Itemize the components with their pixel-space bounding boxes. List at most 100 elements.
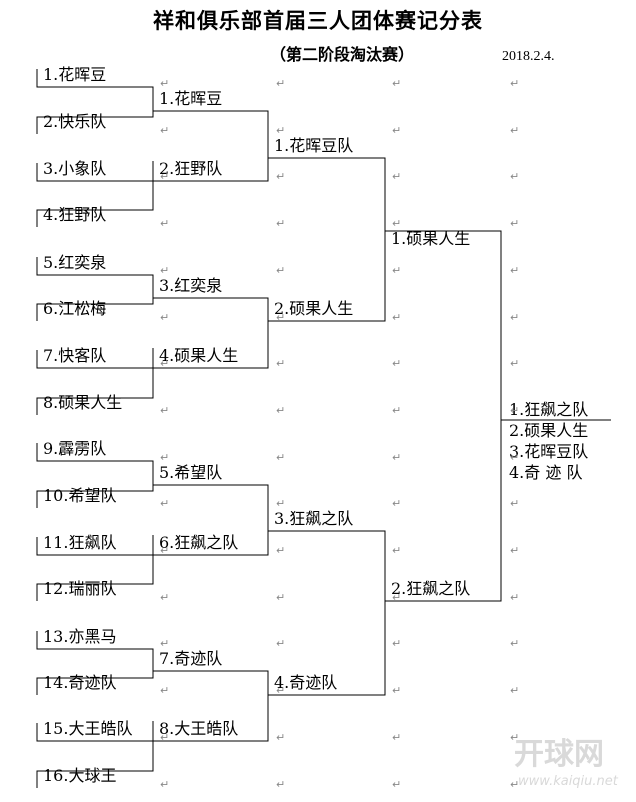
paragraph-mark: ↵: [160, 311, 170, 324]
paragraph-mark: ↵: [276, 170, 286, 183]
paragraph-mark: ↵: [276, 217, 286, 230]
round4-team: 2.狂飙之队: [391, 579, 471, 598]
round1-team: 7.快客队: [43, 346, 107, 365]
round1-team: 13.亦黑马: [43, 627, 117, 646]
paragraph-mark: ↵: [160, 591, 170, 604]
paragraph-mark: ↵: [392, 684, 402, 697]
paragraph-mark: ↵: [276, 77, 286, 90]
round1-team: 14.奇迹队: [43, 673, 117, 692]
paragraph-mark: ↵: [160, 778, 170, 791]
paragraph-mark: ↵: [510, 637, 520, 650]
paragraph-mark: ↵: [392, 591, 402, 604]
paragraph-mark: ↵: [392, 544, 402, 557]
bracket-line: [267, 138, 386, 322]
watermark-url: www.kaiqiu.net: [518, 774, 618, 789]
paragraph-mark: ↵: [276, 731, 286, 744]
paragraph-mark: ↵: [160, 124, 170, 137]
page-title: 祥和俱乐部首届三人团体赛记分表: [153, 8, 483, 33]
paragraph-mark: ↵: [510, 264, 520, 277]
paragraph-mark: ↵: [160, 170, 170, 183]
paragraph-mark: ↵: [510, 357, 520, 370]
round2-team: 1.花晖豆: [159, 89, 223, 108]
paragraph-mark: ↵: [276, 264, 286, 277]
paragraph-mark: ↵: [510, 731, 520, 744]
paragraph-mark: ↵: [160, 637, 170, 650]
round1-team: 10.希望队: [43, 486, 117, 505]
paragraph-mark: ↵: [276, 404, 286, 417]
paragraph-mark: ↵: [276, 311, 286, 324]
round1-team: 5.红奕泉: [43, 253, 107, 272]
paragraph-mark: ↵: [160, 684, 170, 697]
paragraph-mark: ↵: [510, 684, 520, 697]
paragraph-mark: ↵: [160, 544, 170, 557]
round1-team: 8.硕果人生: [43, 393, 123, 412]
paragraph-mark: ↵: [392, 217, 402, 230]
bracket-line: [267, 511, 386, 696]
paragraph-mark: ↵: [510, 311, 520, 324]
paragraph-mark: ↵: [276, 544, 286, 557]
round1-team: 6.江松梅: [43, 299, 107, 318]
ranking-entry: 3.花晖豆队: [509, 442, 589, 461]
paragraph-mark: ↵: [392, 404, 402, 417]
paragraph-mark: ↵: [392, 637, 402, 650]
paragraph-mark: ↵: [276, 497, 286, 510]
paragraph-mark: ↵: [392, 124, 402, 137]
paragraph-mark: ↵: [160, 357, 170, 370]
paragraph-mark: ↵: [510, 591, 520, 604]
bracket-line: [36, 537, 154, 601]
paragraph-mark: ↵: [392, 264, 402, 277]
paragraph-mark: ↵: [510, 451, 520, 464]
round1-team: 2.快乐队: [43, 112, 107, 131]
bracket-line: [384, 230, 502, 602]
round1-team: 16.大球王: [43, 766, 117, 785]
round3-team: 1.花晖豆队: [274, 136, 354, 155]
paragraph-mark: ↵: [392, 311, 402, 324]
round1-team: 12.瑞丽队: [43, 579, 117, 598]
match-date: 2018.2.4.: [502, 49, 555, 64]
ranking-entry: 2.硕果人生: [509, 421, 589, 440]
paragraph-mark: ↵: [392, 497, 402, 510]
round1-team: 1.花晖豆: [43, 65, 107, 84]
paragraph-mark: ↵: [392, 77, 402, 90]
paragraph-mark: ↵: [510, 170, 520, 183]
round2-team: 2.狂野队: [159, 159, 223, 178]
paragraph-mark: ↵: [510, 404, 520, 417]
round3-team: 2.硕果人生: [274, 299, 354, 318]
round1-team: 15.大王皓队: [43, 719, 133, 738]
paragraph-mark: ↵: [510, 77, 520, 90]
round1-team: 4.狂野队: [43, 205, 107, 224]
round2-team: 6.狂飙之队: [159, 533, 239, 552]
paragraph-mark: ↵: [392, 451, 402, 464]
paragraph-mark: ↵: [392, 731, 402, 744]
stage-subtitle: （第二阶段淘汰赛）: [270, 45, 415, 64]
paragraph-mark: ↵: [276, 591, 286, 604]
bracket-line: [152, 278, 269, 369]
paragraph-mark: ↵: [510, 124, 520, 137]
paragraph-mark: ↵: [276, 451, 286, 464]
paragraph-mark: ↵: [510, 778, 520, 791]
paragraph-mark: ↵: [160, 451, 170, 464]
paragraph-mark: ↵: [160, 404, 170, 417]
round2-team: 5.希望队: [159, 463, 223, 482]
paragraph-mark: ↵: [392, 357, 402, 370]
bracket-line: [36, 350, 154, 415]
paragraph-mark: ↵: [510, 497, 520, 510]
paragraph-mark: ↵: [276, 684, 286, 697]
round1-team: 11.狂飙队: [43, 533, 117, 552]
round3-team: 3.狂飙之队: [274, 509, 354, 528]
bracket-line: [36, 163, 154, 227]
paragraph-mark: ↵: [276, 357, 286, 370]
paragraph-mark: ↵: [160, 77, 170, 90]
round1-team: 3.小象队: [43, 159, 107, 178]
paragraph-mark: ↵: [510, 217, 520, 230]
round3-team: 4.奇迹队: [274, 673, 338, 692]
paragraph-mark: ↵: [160, 264, 170, 277]
paragraph-mark: ↵: [160, 217, 170, 230]
paragraph-mark: ↵: [392, 778, 402, 791]
paragraph-mark: ↵: [276, 124, 286, 137]
bracket-line: [152, 651, 269, 742]
paragraph-mark: ↵: [160, 497, 170, 510]
round1-team: 9.霹雳队: [43, 439, 107, 458]
